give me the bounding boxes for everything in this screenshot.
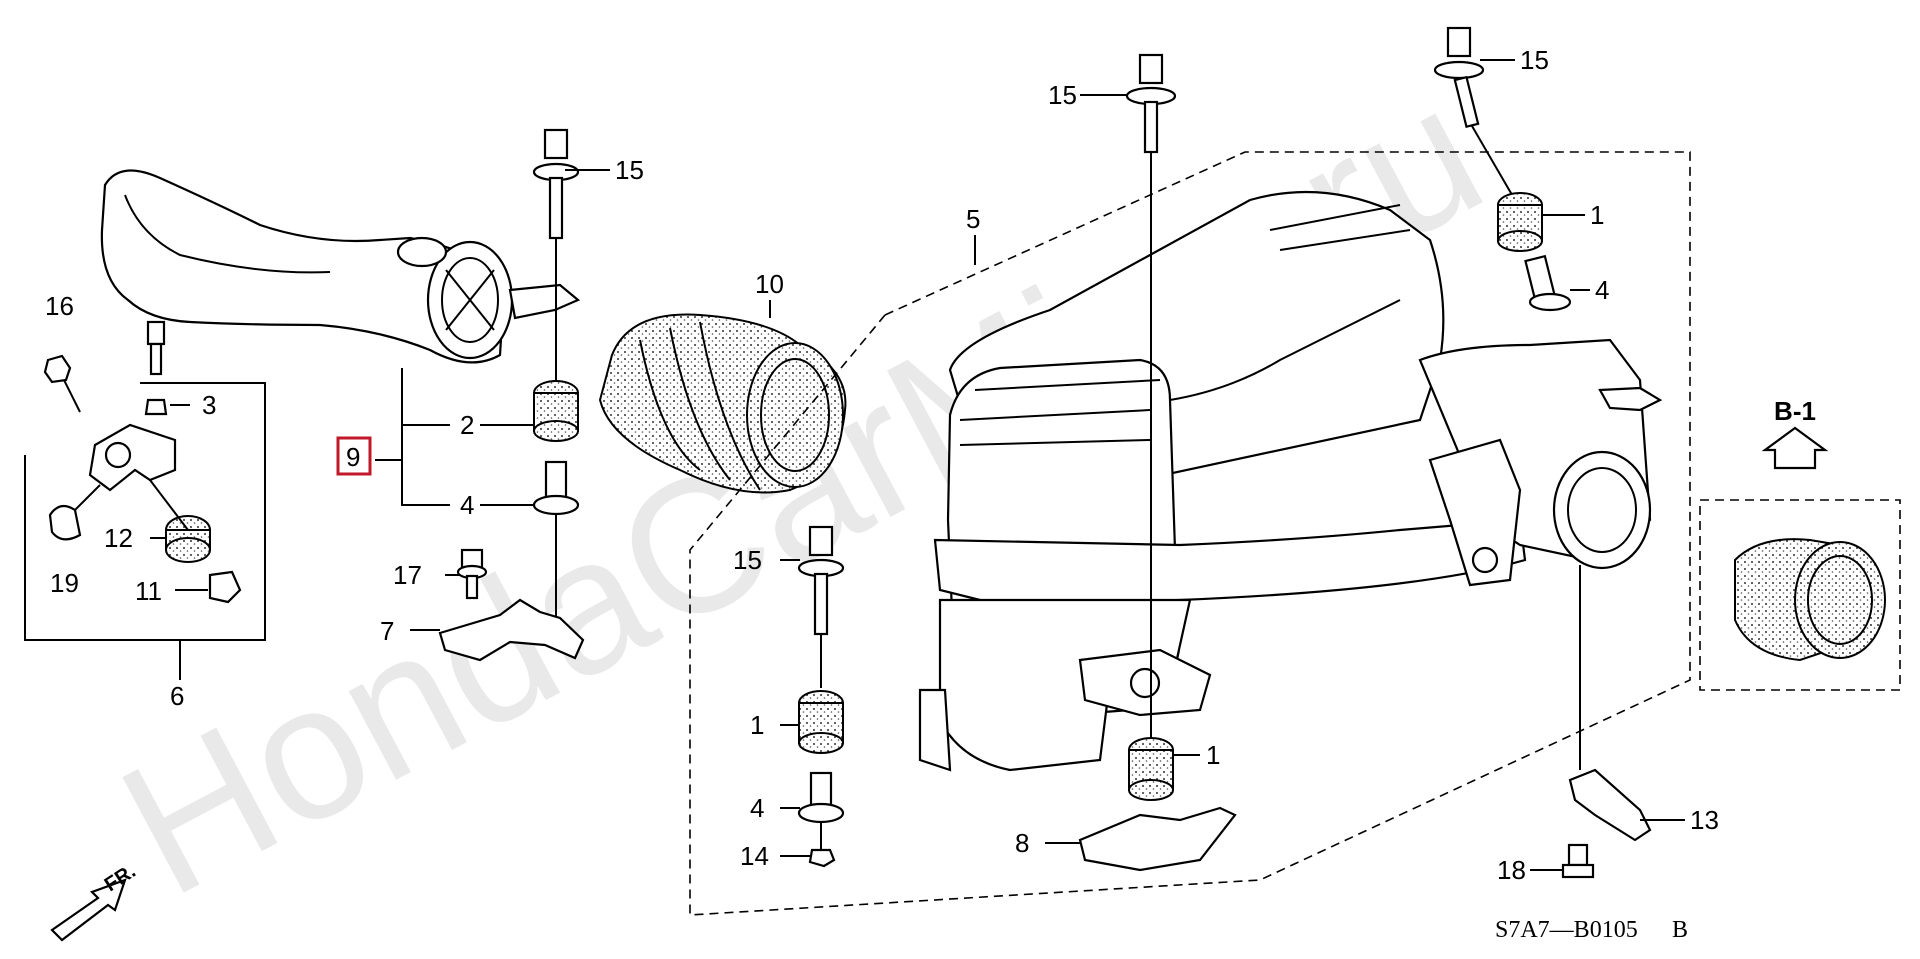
leader-lines: [150, 59, 1685, 871]
part-1-rubber-bush-b: [1128, 737, 1174, 801]
section-label-b1: B-1: [1774, 396, 1816, 426]
part-15-bolt-a: [532, 128, 580, 240]
part-1-rubber-bush-a: [798, 690, 844, 754]
part-12-rubber-mount: [149, 479, 211, 563]
callout-2: 2: [460, 410, 474, 440]
callout-5: 5: [966, 204, 980, 234]
part-4-collar-a: [532, 460, 580, 516]
callout-4b: 4: [750, 793, 764, 823]
part-17-bolt: [456, 548, 488, 600]
callout-8: 8: [1015, 828, 1029, 858]
part-9-intake-duct: [100, 169, 581, 376]
callout-15b: 15: [733, 545, 762, 575]
bracket-group-6: [24, 354, 266, 680]
part-1-rubber-bush-c: [1497, 192, 1543, 252]
callout-1b: 1: [1206, 740, 1220, 770]
callout-3: 3: [202, 390, 216, 420]
part-5-air-cleaner-housing: [918, 190, 1663, 772]
callout-19: 19: [50, 568, 79, 598]
callout-10: 10: [755, 269, 784, 299]
part-2-rubber-bush: [533, 380, 579, 442]
part-15-bolt-c: [1125, 53, 1177, 154]
callout-1a: 1: [750, 710, 764, 740]
callout-14: 14: [740, 841, 769, 871]
callout-9-highlight: [336, 436, 372, 476]
callout-11: 11: [135, 576, 162, 606]
callout-13: 13: [1690, 805, 1719, 835]
part-16-nut: [43, 354, 72, 384]
callout-16: 16: [45, 291, 74, 321]
part-4-collar-c: [1524, 254, 1572, 312]
diagram-code-suffix: B: [1672, 917, 1688, 943]
callout-4c: 4: [1595, 275, 1609, 305]
front-direction-marker: FR.: [50, 860, 140, 942]
callout-1c: 1: [1590, 200, 1604, 230]
part-4-collar-b: [797, 771, 845, 824]
part-8-bracket: [1078, 806, 1237, 872]
part-13-bracket: [1568, 768, 1652, 842]
part-18-bolt: [1561, 843, 1595, 879]
part-6-bracket: [88, 423, 177, 492]
callout-15c: 15: [1048, 80, 1077, 110]
part-15-bolt-d: [1433, 26, 1485, 129]
callout-4a: 4: [460, 490, 474, 520]
watermark: HondaCarMine.ru: [90, 45, 1514, 936]
part-11-nut: [208, 570, 242, 604]
callout-12: 12: [104, 523, 133, 553]
callout-15d: 15: [1520, 45, 1549, 75]
callout-17: 17: [393, 560, 422, 590]
part-15-bolt-b: [797, 525, 845, 636]
part-10-tube: [598, 313, 847, 494]
part-3-grommet: [144, 398, 168, 416]
callout-18: 18: [1497, 855, 1526, 885]
diagram-code: S7A7—B0105: [1495, 917, 1638, 943]
callout-6: 6: [170, 681, 184, 711]
detail-b1-arrow: [1761, 426, 1829, 470]
part-7-bracket: [438, 598, 585, 662]
callout-15a: 15: [615, 155, 644, 185]
callout-7: 7: [380, 616, 394, 646]
callout-9: 9: [346, 442, 360, 472]
callout-labels: 15 2 4 9 16 3 12 19 11 6 17 7 10 5 15 1 …: [45, 45, 1719, 885]
part-19-clip: [48, 504, 82, 541]
part-14-nut: [808, 848, 836, 868]
detail-b1-seal: [1734, 538, 1886, 662]
